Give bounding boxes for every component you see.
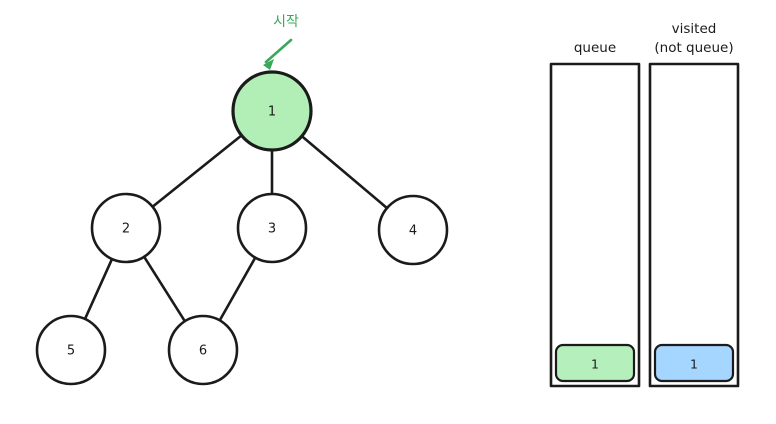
graph-node-3[interactable]: 3 [236,192,308,264]
graph-node-circle-2[interactable] [90,192,162,264]
column-box-queue [549,62,641,388]
column-box-visited [648,62,740,388]
state-column-queue: queue 1 [549,40,641,388]
graph-node-circle-6[interactable] [167,314,239,386]
graph-node-label-5: 5 [67,344,75,359]
graph-edge-1-4 [299,134,390,211]
start-arrow-icon [264,38,293,64]
graph-node-6[interactable]: 6 [167,314,239,386]
start-annotation-group: 시작 [263,14,299,70]
graph-node-label-3: 3 [268,222,276,237]
graph-node-label-4: 4 [409,224,417,239]
graph-node-4[interactable]: 4 [377,194,449,266]
column-cell-visited-1[interactable] [653,343,735,383]
graph-node-1[interactable]: 1 [231,70,313,152]
column-title-queue-line-1: queue [574,40,616,56]
graph-node-label-1: 1 [268,105,276,120]
start-annotation-label: 시작 [273,14,299,30]
graph-node-label-2: 2 [122,222,130,237]
graph-edge-3-6 [217,255,258,323]
graph-node-circle-5[interactable] [35,314,107,386]
graph-edges-layer [83,133,390,324]
graph-nodes-layer: 1 2 3 4 5 6 [35,70,449,386]
state-columns-layer: queue 1 visited (not queue) 1 [549,21,740,388]
graph-edge-1-2 [150,133,244,209]
column-cell-label-visited-1: 1 [690,357,698,372]
graph-edge-2-5 [83,256,114,322]
graph-node-5[interactable]: 5 [35,314,107,386]
column-title-visited-line-1: visited [672,21,717,37]
start-arrow-head-icon [263,59,274,70]
column-cell-queue-1[interactable] [554,343,636,383]
graph-node-label-6: 6 [199,344,207,359]
graph-node-circle-3[interactable] [236,192,308,264]
graph-node-circle-1[interactable] [231,70,313,152]
graph-node-2[interactable]: 2 [90,192,162,264]
column-cell-label-queue-1: 1 [591,357,599,372]
state-column-visited: visited (not queue) 1 [648,21,740,388]
graph-edge-2-6 [142,254,187,324]
graph-node-circle-4[interactable] [377,194,449,266]
column-title-visited-line-2: (not queue) [654,40,733,56]
